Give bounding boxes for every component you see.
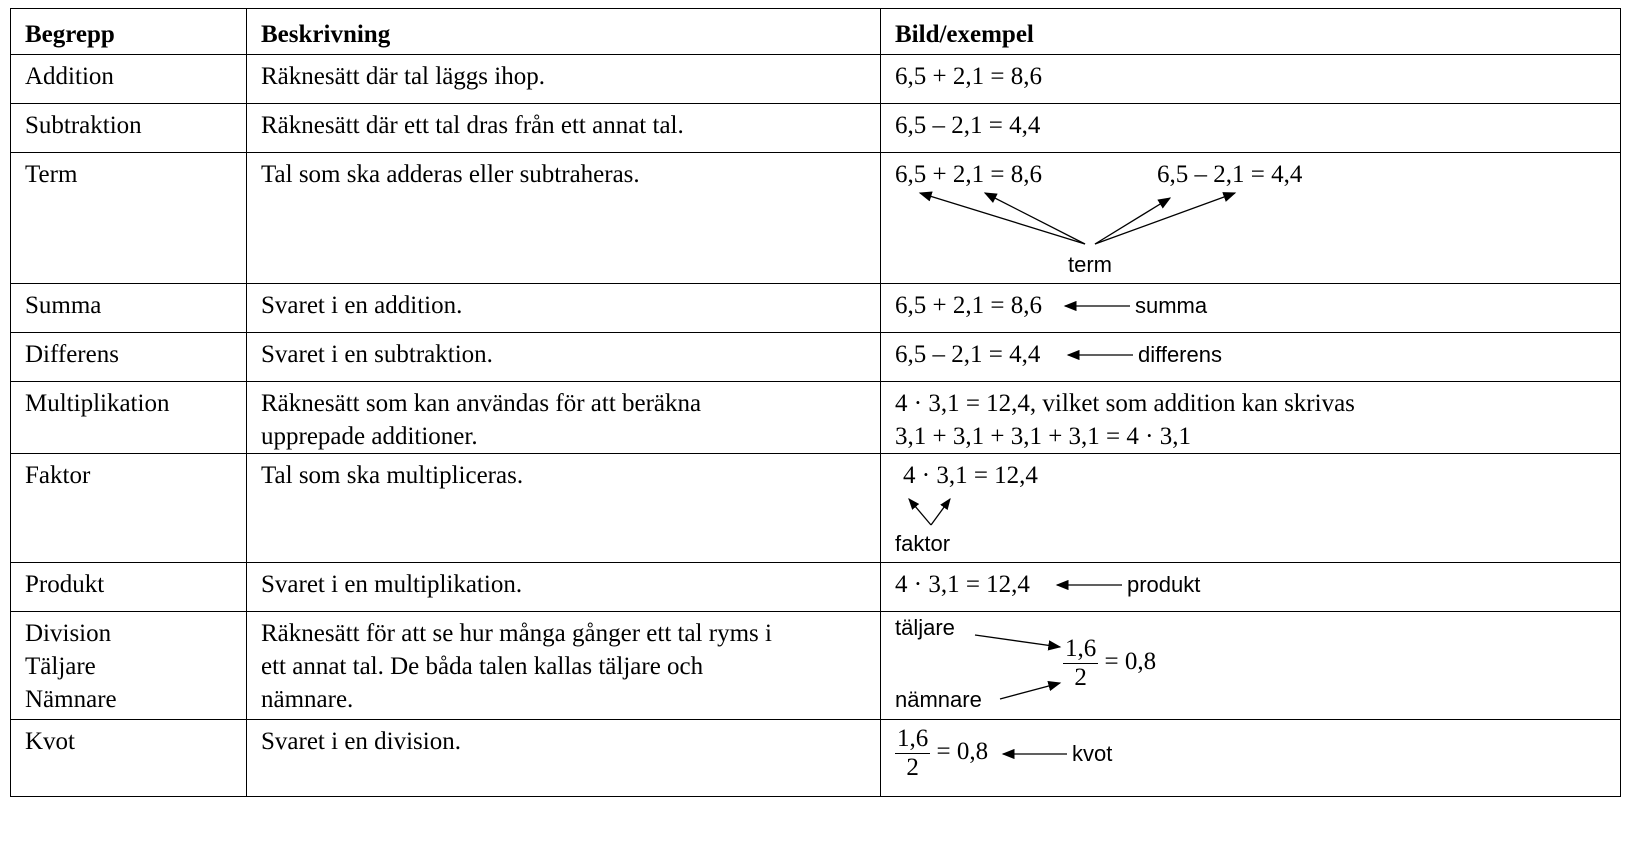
table-row: Term Tal som ska adderas eller subtraher… [10, 152, 1621, 284]
term-cell: Addition [10, 54, 247, 104]
description-line: ett annat tal. De båda talen kallas tälj… [261, 653, 704, 680]
table-row: Kvot Svaret i en division. 1,6 2 = 0,8 k… [10, 719, 1621, 797]
sum-label: summa [1135, 293, 1208, 318]
division-result: = 0,8 [1104, 648, 1157, 676]
term-cell: Term [10, 152, 247, 284]
sum-arrow [1063, 300, 1130, 312]
product-label: produkt [1127, 572, 1201, 597]
example-cell: 1,6 2 = 0,8 kvot [880, 719, 1621, 797]
term-cell: Division Täljare Nämnare [10, 611, 247, 720]
description-cell: Svaret i en subtraktion. [246, 332, 881, 382]
numerator: 1,6 [895, 725, 931, 754]
header-example: Bild/exempel [880, 8, 1621, 55]
example-cell: 6,5 – 2,1 = 4,4 differens [880, 332, 1621, 382]
example-cell: 6,5 + 2,1 = 8,6 6,5 – 2,1 = 4,4 term [880, 152, 1621, 284]
quotient-arrow [1001, 748, 1067, 760]
concept-table: Begrepp Beskrivning Bild/exempel Additio… [10, 8, 1621, 797]
term-line: Täljare [25, 653, 96, 680]
quotient-label: kvot [1072, 741, 1113, 766]
description-cell: Svaret i en addition. [246, 283, 881, 333]
term-example-addition: 6,5 + 2,1 = 8,6 [895, 161, 1042, 188]
description-line: nämnare. [261, 686, 354, 713]
term-example-subtraction: 6,5 – 2,1 = 4,4 [1157, 161, 1303, 188]
description-line: upprepade additioner. [261, 423, 478, 450]
table-row: Produkt Svaret i en multiplikation. 4 · … [10, 562, 1621, 612]
description-cell: Tal som ska multipliceras. [246, 453, 881, 563]
example-line: 4 · 3,1 = 12,4, vilket som addition kan … [895, 390, 1355, 417]
term-label: term [1068, 252, 1112, 277]
description-cell: Svaret i en multiplikation. [246, 562, 881, 612]
denominator: 2 [1074, 664, 1087, 691]
denominator-label: nämnare [895, 687, 982, 712]
factor-arrows [908, 497, 951, 526]
header-row: Begrepp Beskrivning Bild/exempel [10, 8, 1621, 55]
term-cell: Produkt [10, 562, 247, 612]
table-row: Multiplikation Räknesätt som kan använda… [10, 381, 1621, 454]
division-example: 1,6 2 = 0,8 [1063, 635, 1156, 692]
sum-example: 6,5 + 2,1 = 8,6 [895, 292, 1042, 319]
term-line: Nämnare [25, 686, 117, 713]
term-cell: Faktor [10, 453, 247, 563]
header-description: Beskrivning [246, 8, 881, 55]
difference-arrow [1066, 349, 1133, 361]
term-cell: Multiplikation [10, 381, 247, 454]
term-cell: Subtraktion [10, 103, 247, 153]
description-cell: Räknesätt där tal läggs ihop. [246, 54, 881, 104]
table-row: Addition Räknesätt där tal läggs ihop. 6… [10, 54, 1621, 104]
example-line: 3,1 + 3,1 + 3,1 + 3,1 = 4 · 3,1 [895, 423, 1191, 450]
term-cell: Summa [10, 283, 247, 333]
numerator: 1,6 [1063, 635, 1099, 664]
description-line: Räknesätt för att se hur många gånger et… [261, 620, 772, 647]
difference-label: differens [1138, 342, 1222, 367]
term-line: Division [25, 620, 112, 647]
example-cell: 6,5 + 2,1 = 8,6 summa [880, 283, 1621, 333]
description-cell: Räknesätt för att se hur många gånger et… [246, 611, 881, 720]
example-cell: 4 · 3,1 = 12,4 faktor [880, 453, 1621, 563]
factor-example: 4 · 3,1 = 12,4 [903, 462, 1038, 489]
example-cell: 6,5 + 2,1 = 8,6 [880, 54, 1621, 104]
quotient-example: 1,6 2 = 0,8 [895, 725, 988, 782]
example-cell: 6,5 – 2,1 = 4,4 [880, 103, 1621, 153]
table-row: Division Täljare Nämnare Räknesätt för a… [10, 611, 1621, 720]
factor-label: faktor [895, 531, 951, 556]
term-cell: Differens [10, 332, 247, 382]
fraction: 1,6 2 [1063, 635, 1099, 692]
product-example: 4 · 3,1 = 12,4 [895, 571, 1030, 598]
quotient-result: = 0,8 [936, 738, 989, 766]
example-cell: 4 · 3,1 = 12,4, vilket som addition kan … [880, 381, 1621, 454]
example-cell: 4 · 3,1 = 12,4 produkt [880, 562, 1621, 612]
description-cell: Svaret i en division. [246, 719, 881, 797]
product-arrow [1055, 579, 1122, 591]
table-row: Differens Svaret i en subtraktion. 6,5 –… [10, 332, 1621, 382]
table-row: Summa Svaret i en addition. 6,5 + 2,1 = … [10, 283, 1621, 333]
example-cell: täljare nämnare 1,6 2 = 0,8 [880, 611, 1621, 720]
table-row: Faktor Tal som ska multipliceras. 4 · 3,… [10, 453, 1621, 563]
denominator: 2 [906, 754, 919, 781]
description-cell: Räknesätt där ett tal dras från ett anna… [246, 103, 881, 153]
division-arrows [974, 634, 1062, 700]
term-arrows [918, 191, 1237, 245]
header-term: Begrepp [10, 8, 247, 55]
description-cell: Räknesätt som kan användas för att beräk… [246, 381, 881, 454]
numerator-label: täljare [895, 615, 955, 640]
description-cell: Tal som ska adderas eller subtraheras. [246, 152, 881, 284]
table-row: Subtraktion Räknesätt där ett tal dras f… [10, 103, 1621, 153]
term-cell: Kvot [10, 719, 247, 797]
difference-example: 6,5 – 2,1 = 4,4 [895, 341, 1041, 368]
fraction: 1,6 2 [895, 725, 931, 782]
description-line: Räknesätt som kan användas för att beräk… [261, 390, 702, 417]
